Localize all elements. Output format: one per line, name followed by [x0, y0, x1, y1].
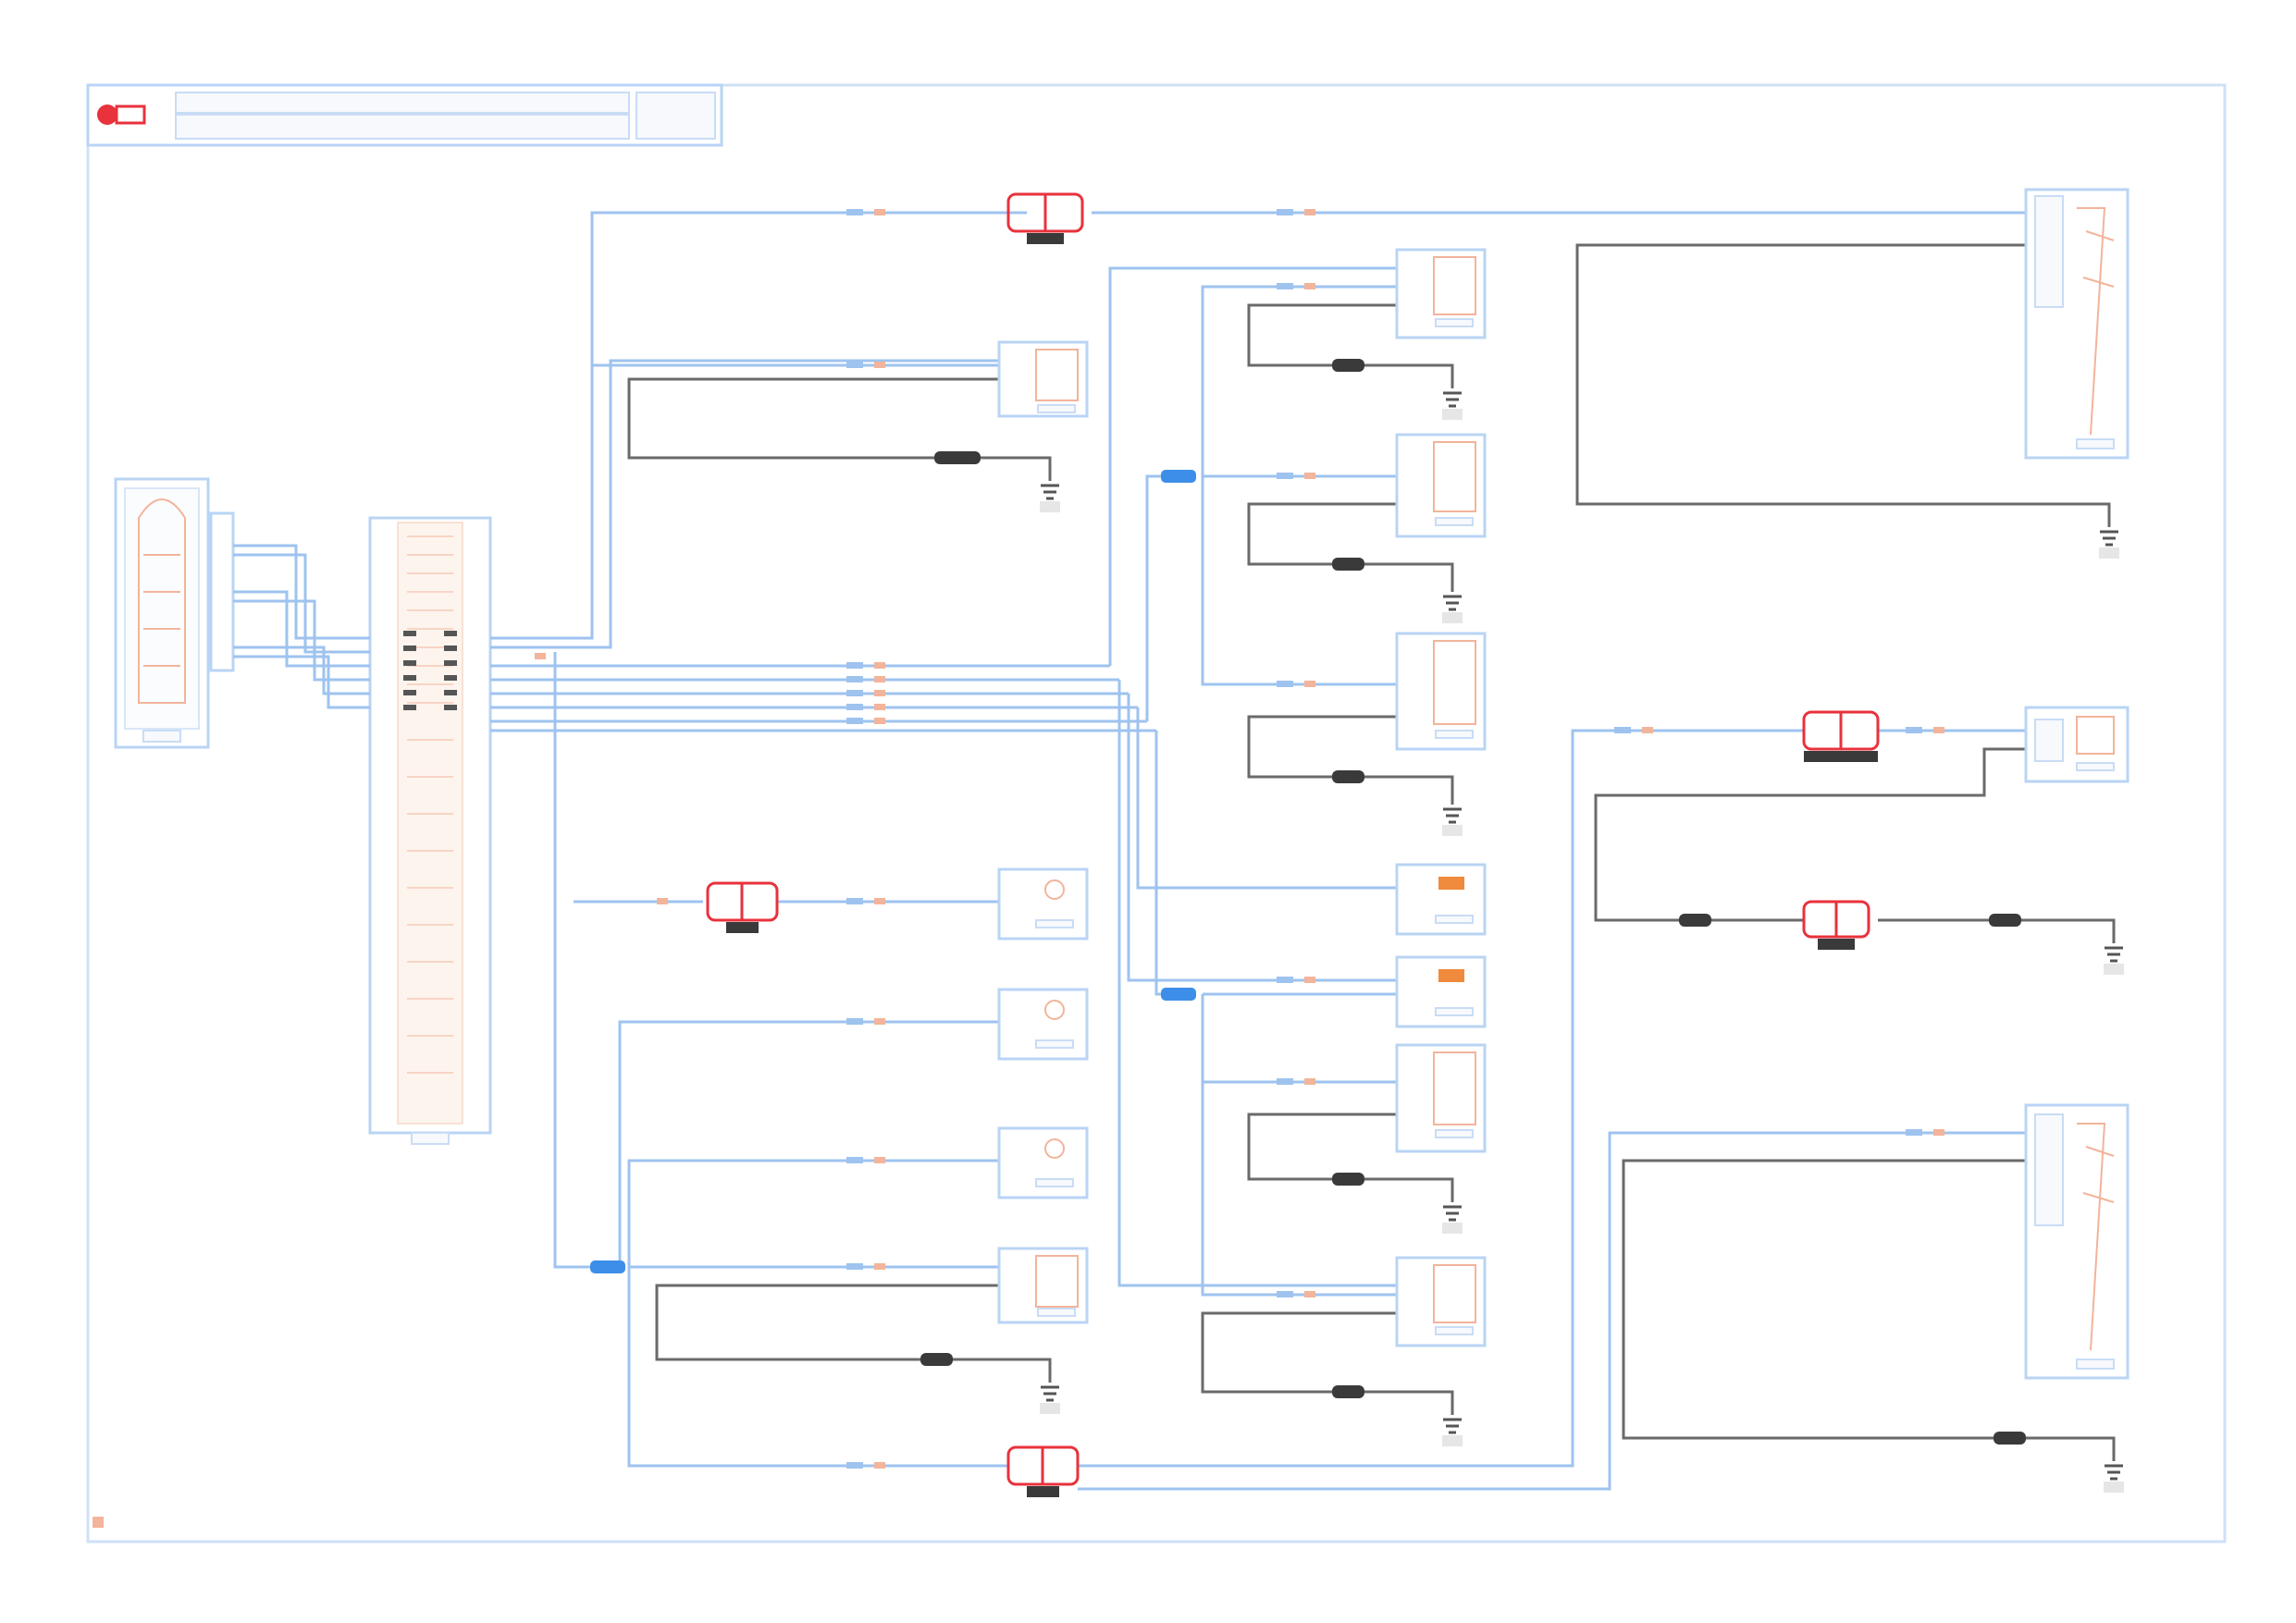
- module-connector: [209, 511, 235, 672]
- ground-symbol-icon: [2104, 946, 2124, 975]
- ground-symbols: [1040, 391, 2124, 1493]
- inline-connector-icon: [934, 451, 981, 464]
- module-harness-wires: [233, 544, 370, 709]
- speaker-icon: [1395, 863, 1487, 936]
- ground-symbol-icon: [1040, 484, 1060, 512]
- lower-left-wires: [574, 363, 2026, 1491]
- speaker-icon: [1395, 1256, 1487, 1347]
- inline-connector-icon: [1006, 192, 1084, 244]
- footer: [93, 1517, 104, 1528]
- inline-connector-icon: [1802, 900, 1870, 950]
- connector-block: [368, 516, 492, 1145]
- speaker-icon: [1395, 433, 1487, 538]
- inline-connector-icon: [1332, 770, 1364, 783]
- inline-connector-icon: [1989, 914, 2021, 927]
- splice-markers: [590, 470, 1196, 1273]
- ground-symbol-icon: [2104, 1464, 2124, 1493]
- component-column-middle: [1395, 248, 1487, 1347]
- speaker-icon: [997, 988, 1089, 1061]
- inline-connector-icon: [1802, 710, 1880, 762]
- splice-icon: [590, 1260, 625, 1273]
- speaker-icon: [2024, 706, 2129, 783]
- component-column-left: [997, 340, 1089, 1324]
- ground-symbol-icon: [1442, 807, 1463, 836]
- inline-connector-icon: [1332, 1173, 1364, 1186]
- control-module-icon: [138, 498, 186, 704]
- antenna-module-icon: [2024, 1103, 2129, 1380]
- ground-symbol-icon: [1442, 595, 1463, 623]
- speaker-icon: [1395, 1043, 1487, 1153]
- speaker-icon: [1395, 632, 1487, 751]
- speaker-icon: [997, 1247, 1089, 1324]
- inline-connector-icon: [1332, 558, 1364, 571]
- ground-symbol-icon: [1442, 1418, 1463, 1446]
- ground-symbol-icon: [1442, 1205, 1463, 1234]
- splice-icon: [1161, 988, 1196, 1001]
- antenna-module-icon: [2024, 188, 2129, 460]
- brand-logo: [97, 105, 146, 125]
- speaker-icon: [997, 867, 1089, 941]
- inline-connectors-dark: [920, 359, 2026, 1445]
- inline-connector-icon: [1679, 914, 1711, 927]
- diagram-frame: [86, 83, 2227, 1543]
- splice-icon: [1161, 470, 1196, 483]
- inline-couplers: [706, 192, 1880, 1497]
- ground-symbol-icon: [1040, 1385, 1060, 1414]
- inline-connector-icon: [920, 1353, 953, 1366]
- ground-symbol-icon: [2099, 530, 2119, 559]
- wire-tags: [535, 209, 1944, 1469]
- main-control-module: [114, 477, 235, 749]
- speaker-icon: [997, 340, 1089, 418]
- speaker-icon: [1395, 955, 1487, 1028]
- inline-connector-icon: [1332, 359, 1364, 372]
- main-trunk-wires: [490, 211, 2026, 1297]
- speaker-icon: [997, 1126, 1089, 1199]
- title-block: [86, 83, 723, 147]
- inline-connector-icon: [1006, 1445, 1080, 1497]
- inline-connector-icon: [706, 881, 779, 933]
- inline-connector-icon: [1994, 1432, 2026, 1445]
- ground-symbol-icon: [1442, 391, 1463, 420]
- component-column-right: [2024, 188, 2129, 1380]
- inline-connector-icon: [1332, 1385, 1364, 1398]
- ground-wires: [627, 243, 2116, 1461]
- speaker-icon: [1395, 248, 1487, 339]
